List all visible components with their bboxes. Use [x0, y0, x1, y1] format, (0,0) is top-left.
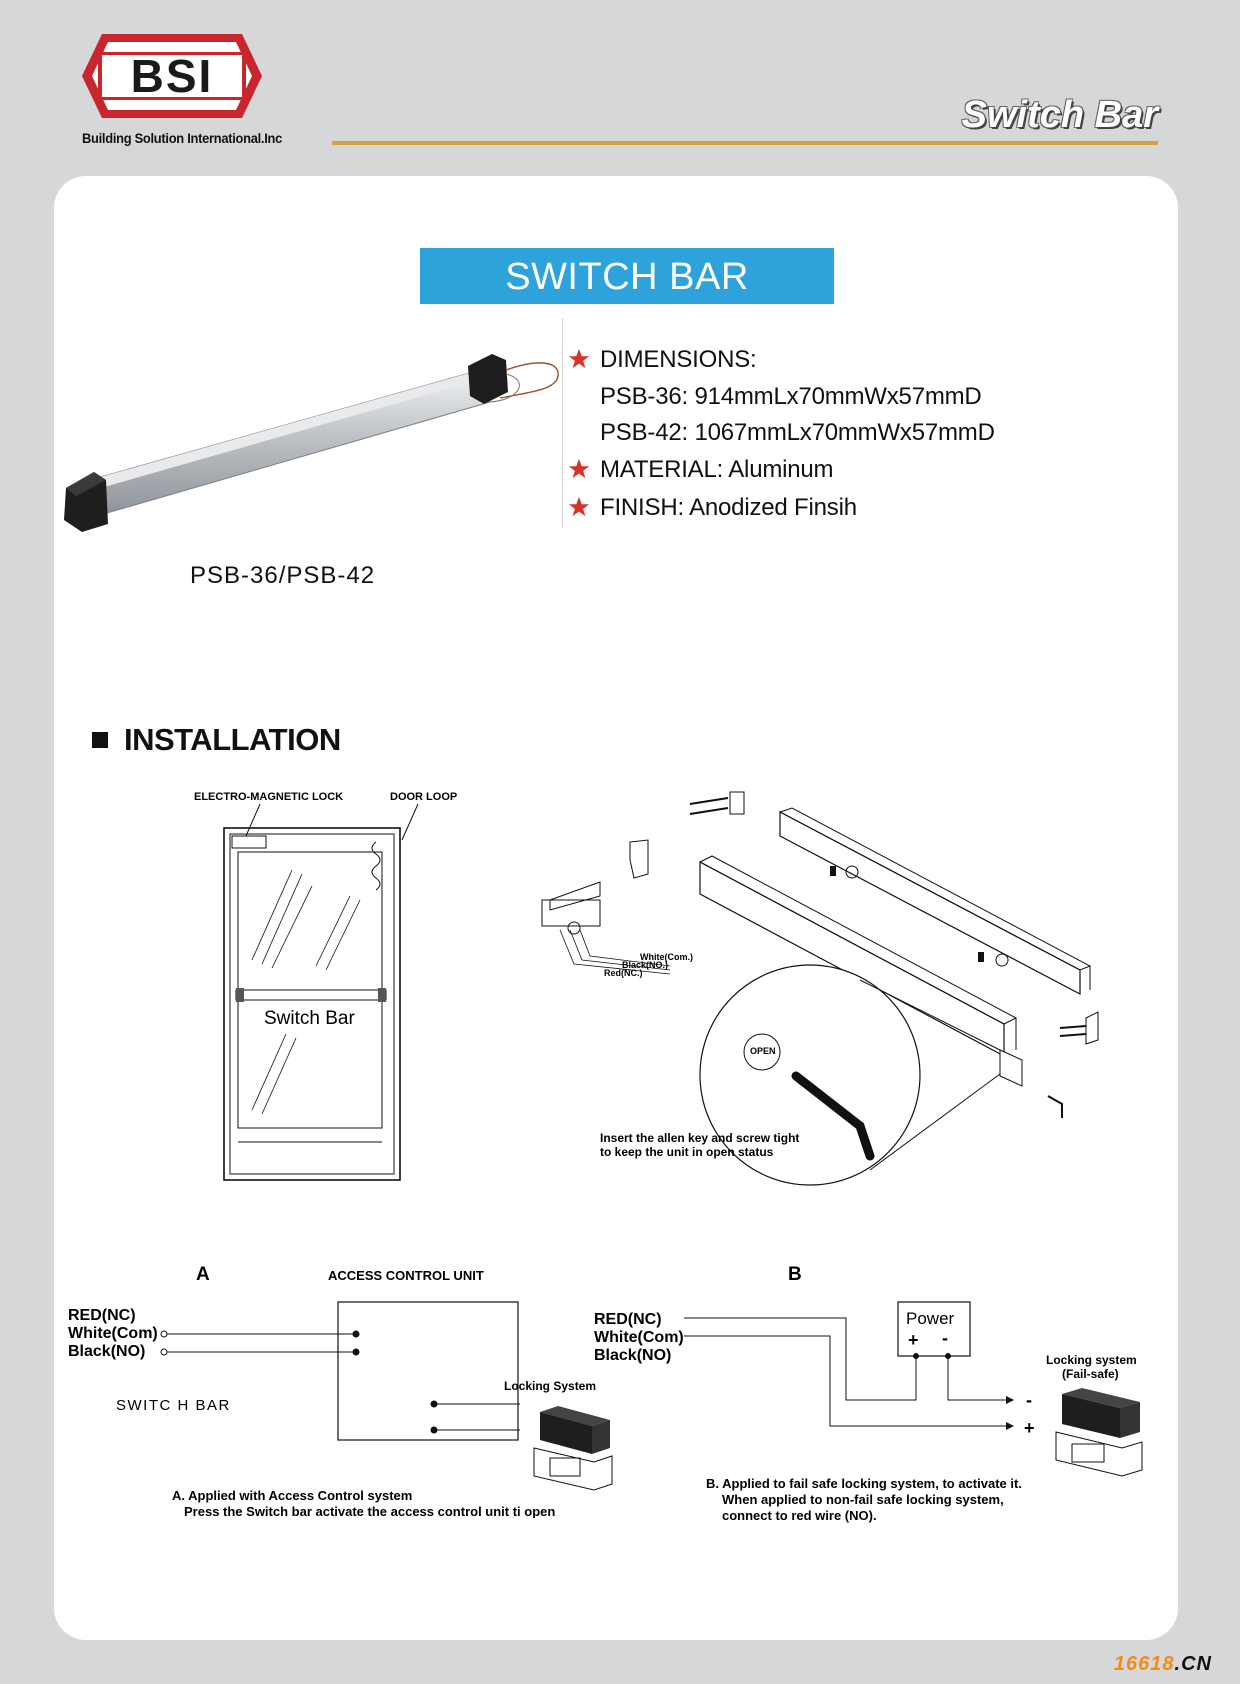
door-diagram: ELECTRO-MAGNETIC LOCK DOOR LOOP Switch B…	[194, 791, 457, 1181]
door-bar-label: Switch Bar	[264, 1008, 355, 1029]
b-caption-line1: B. Applied to fail safe locking system, …	[706, 1476, 1022, 1491]
b-red-label: RED(NC)	[594, 1311, 662, 1328]
header-rule	[332, 141, 1158, 145]
a-black-label: Black(NO)	[68, 1343, 145, 1360]
open-label: OPEN	[750, 1046, 776, 1056]
a-caption-line2: Press the Switch bar activate the access…	[184, 1504, 555, 1518]
b-white-label: White(Com)	[594, 1329, 684, 1346]
b-plus-terminal: +	[1024, 1418, 1035, 1438]
footer-brand-number: 16618	[1113, 1653, 1175, 1675]
a-red-label: RED(NC)	[68, 1307, 136, 1324]
installation-heading: INSTALLATION	[124, 722, 341, 757]
star-bullet-icon	[568, 458, 590, 479]
bsi-logo: BSI	[82, 34, 262, 118]
power-minus: -	[942, 1328, 948, 1348]
access-control-label: ACCESS CONTROL UNIT	[328, 1268, 484, 1283]
footer-watermark: 16618.CN	[1114, 1653, 1212, 1676]
logo-text: BSI	[131, 50, 214, 102]
allen-note-line1: Insert the allen key and screw tight	[600, 1131, 799, 1145]
wiring-diagram-a: A ACCESS CONTROL UNIT RED(NC) White(Com)…	[68, 1264, 613, 1518]
spec-psb42: PSB-42: 1067mmLx70mmWx57mmD	[600, 419, 995, 446]
b-locking-line1: Locking system	[1046, 1353, 1137, 1367]
spec-dimensions-heading: DIMENSIONS:	[600, 346, 757, 373]
exploded-assembly-diagram: White(Com.) Black(NO.) Red(NC.) OPEN Ins…	[541, 791, 1099, 1186]
product-banner: SWITCH BAR	[420, 248, 834, 304]
switch-bar-product-image	[64, 354, 559, 532]
model-caption: PSB-36/PSB-42	[190, 562, 376, 589]
b-caption-line2: When applied to non-fail safe locking sy…	[722, 1492, 1004, 1507]
b-minus-terminal: -	[1026, 1390, 1032, 1410]
diagram-b-letter: B	[788, 1264, 802, 1285]
a-white-label: White(Com)	[68, 1325, 158, 1342]
allen-note-line2: to keep the unit in open status	[600, 1145, 774, 1159]
power-plus: +	[908, 1330, 919, 1350]
spec-material: MATERIAL: Aluminum	[600, 456, 834, 483]
wire-black-label: Black(NO.)	[622, 960, 668, 970]
spec-divider	[562, 318, 563, 528]
content-card	[54, 176, 1178, 1640]
page-title: Switch Bar	[961, 94, 1158, 136]
star-bullet-icon	[568, 348, 590, 369]
diagram-a-letter: A	[196, 1264, 210, 1285]
star-bullet-icon	[568, 496, 590, 517]
wire-white-label: White(Com.)	[640, 952, 693, 962]
b-black-label: Black(NO)	[594, 1347, 671, 1364]
spec-finish: FINISH: Anodized Finsih	[600, 494, 857, 521]
lock-label: ELECTRO-MAGNETIC LOCK	[194, 791, 343, 803]
company-tagline: Building Solution International.Inc	[82, 130, 282, 146]
power-label: Power	[906, 1309, 955, 1328]
a-locking-label: Locking System	[504, 1379, 596, 1393]
wiring-diagram-b: B RED(NC) White(Com) Black(NO) Power + -…	[594, 1264, 1143, 1523]
wire-red-label: Red(NC.)	[604, 968, 643, 978]
loop-label: DOOR LOOP	[390, 791, 457, 803]
section-bullet	[92, 732, 108, 748]
footer-brand-suffix: .CN	[1174, 1653, 1212, 1675]
a-caption-line1: A. Applied with Access Control system	[172, 1488, 412, 1503]
b-caption-line3: connect to red wire (NO).	[722, 1508, 877, 1523]
a-switch-bar-label: SWITC H BAR	[116, 1397, 231, 1414]
spec-psb36: PSB-36: 914mmLx70mmWx57mmD	[600, 383, 982, 410]
b-locking-line2: (Fail-safe)	[1062, 1367, 1119, 1381]
